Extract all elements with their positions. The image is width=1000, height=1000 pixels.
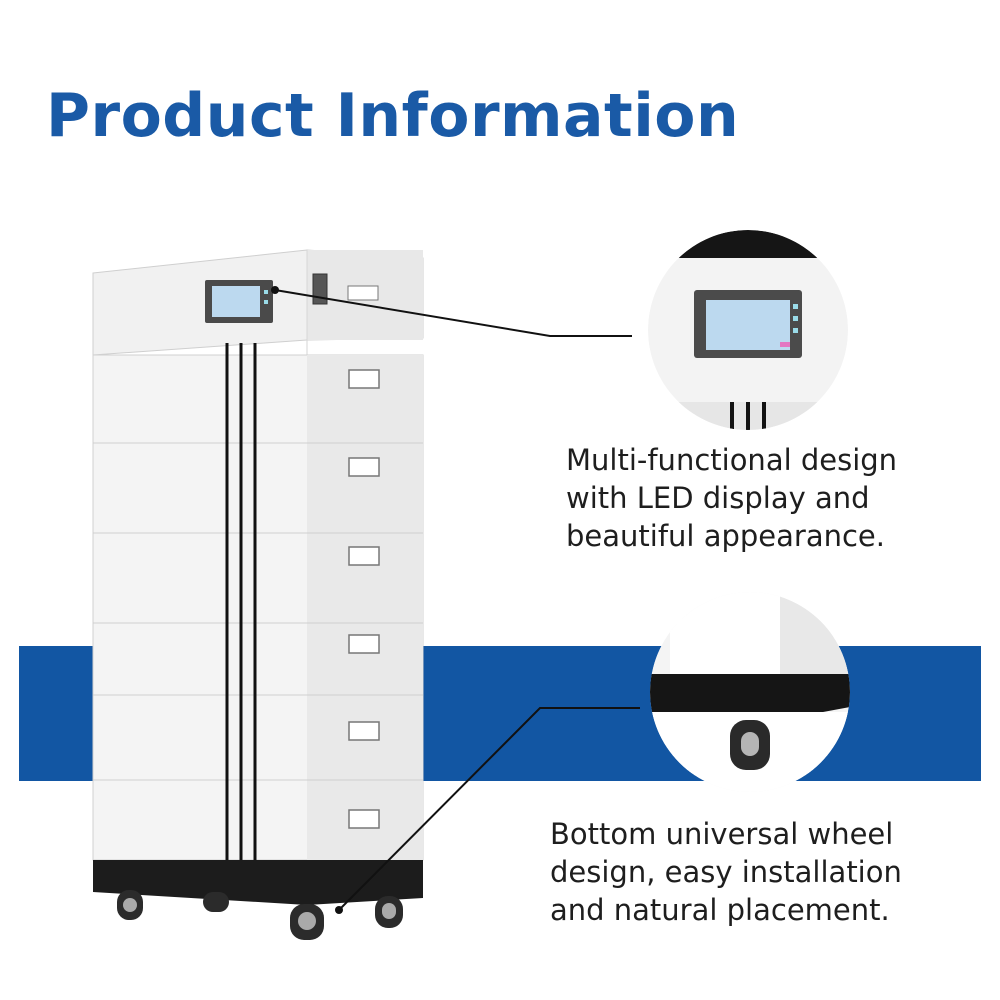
feature-caption-display: Multi-functional design with LED display… <box>566 441 897 555</box>
battery-cabinet-image <box>92 249 424 940</box>
universal-wheel-icon <box>117 890 403 940</box>
caption-line: with LED display and <box>566 481 870 515</box>
caption-line: beautiful appearance. <box>566 519 885 553</box>
display-closeup-circle <box>648 230 848 430</box>
wheel-closeup-circle <box>650 592 850 792</box>
caption-line: and natural placement. <box>550 893 890 927</box>
caption-line: design, easy installation <box>550 855 902 889</box>
feature-caption-wheel: Bottom universal wheel design, easy inst… <box>550 815 902 929</box>
page-title: Product Information <box>46 81 740 151</box>
caption-line: Bottom universal wheel <box>550 817 894 851</box>
caption-line: Multi-functional design <box>566 443 898 477</box>
